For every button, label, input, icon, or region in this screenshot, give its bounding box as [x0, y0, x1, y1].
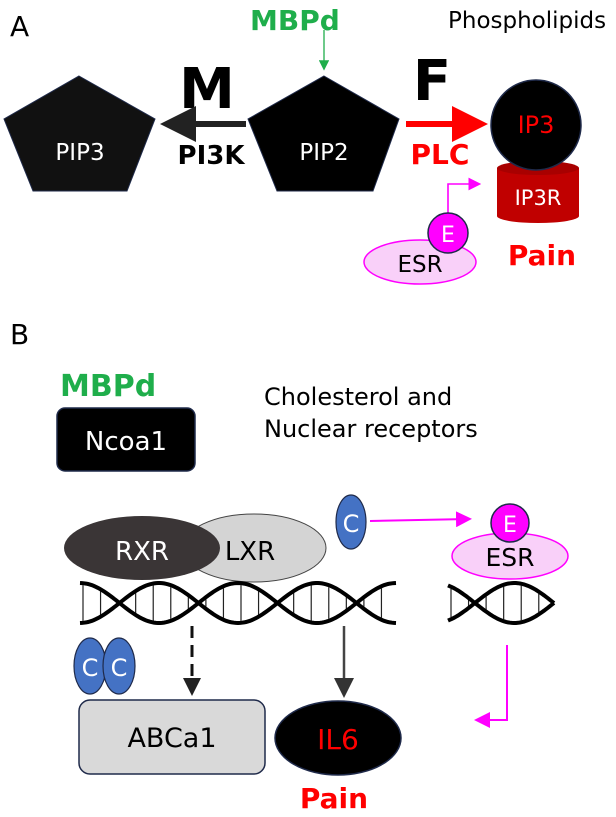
cholesterol-to-estrogen-arrow: [369, 511, 472, 528]
ncoa1-label: Ncoa1: [85, 427, 167, 457]
panel-a-title: Phospholipids: [448, 8, 606, 34]
panel-a: A Phospholipids MBPd PIP3 M PI3K PIP2 F …: [3, 4, 606, 285]
dna-strand-1: [447, 581, 556, 623]
pip3-node: [3, 75, 156, 192]
ip3-node: [490, 79, 582, 171]
panel-b-modulator: MBPd: [60, 369, 156, 404]
abca1-node: [78, 699, 266, 775]
panel-b-title-line1: Cholesterol and: [264, 383, 452, 411]
panel-b-title-line2: Nuclear receptors: [264, 415, 478, 443]
rxr-label: RXR: [115, 537, 169, 567]
cholesterol-pair-label-1: C: [82, 654, 99, 682]
panel-a-outcome: Pain: [508, 239, 576, 272]
panel-b-outcome: Pain: [300, 782, 368, 815]
esr-label-a: ESR: [397, 252, 442, 278]
panel-a-label: A: [10, 10, 29, 43]
dna-helix-esr: [447, 581, 556, 625]
dna-strand-2: [447, 583, 556, 625]
ip3-label: IP3: [518, 111, 555, 139]
dna-strand-2: [79, 580, 397, 625]
lxr-label: LXR: [225, 537, 275, 567]
pip2-node: [247, 75, 400, 192]
panel-a-modulator: MBPd: [250, 4, 340, 37]
ip3r-label: IP3R: [515, 186, 562, 210]
plc-label: PLC: [411, 138, 470, 171]
estrogen-node-a: [427, 212, 469, 254]
cholesterol-pair-label-2: C: [111, 654, 128, 682]
il6-label: IL6: [317, 723, 359, 756]
abca1-label: ABCa1: [127, 723, 216, 754]
estrogen-label-a: E: [441, 223, 455, 248]
estrogen-node-b: [490, 503, 530, 543]
plc-letter: F: [413, 49, 451, 114]
pip2-label: PIP2: [299, 140, 348, 166]
pip3-label: PIP3: [55, 140, 104, 166]
panel-b-label: B: [10, 318, 29, 351]
ncoa1-node: [56, 407, 196, 472]
rxr-node: [64, 516, 220, 580]
il6-node: [274, 700, 402, 776]
cholesterol-label: C: [343, 510, 360, 538]
estrogen-label-b: E: [503, 513, 517, 538]
cholesterol-pair-node-2: [102, 637, 136, 695]
pi3k-label: PI3K: [178, 141, 246, 171]
esr-label-b: ESR: [485, 543, 534, 572]
dna-helix-main: [79, 580, 397, 626]
pi3k-letter: M: [179, 57, 235, 122]
esr-to-il6-arrow: [474, 645, 508, 728]
cholesterol-node: [335, 494, 367, 550]
dna-strand-1: [79, 581, 397, 626]
panel-b: B MBPd Ncoa1 Cholesterol and Nuclear rec…: [10, 318, 569, 815]
